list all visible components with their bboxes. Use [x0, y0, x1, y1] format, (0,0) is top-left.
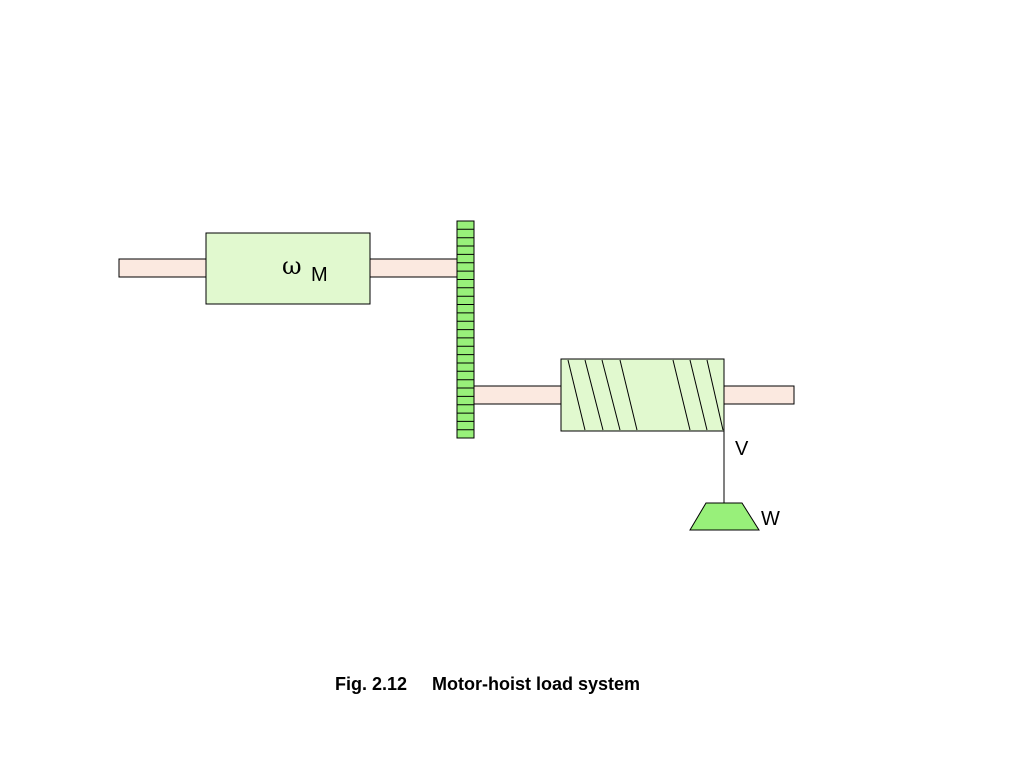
drum-body — [560, 358, 725, 432]
motor-shaft-right — [369, 258, 459, 278]
gear-teeth — [457, 228, 474, 431]
motor-shaft-left — [118, 258, 208, 278]
drum-winding — [584, 359, 604, 431]
drum-winding — [601, 359, 621, 431]
drum-shaft-left — [473, 385, 563, 405]
drum-shaft-right — [722, 385, 795, 405]
drum-winding — [619, 359, 638, 431]
drum-winding — [706, 359, 724, 431]
motor-body — [205, 232, 371, 305]
load-weight — [689, 502, 760, 531]
gear — [456, 220, 475, 439]
motor-speed-symbol: ω — [282, 252, 302, 280]
rope-speed-label: V — [735, 438, 749, 460]
motor-speed-subscript: M — [311, 264, 328, 286]
load-weight-label: W — [761, 508, 780, 530]
figure-title: Motor-hoist load system — [432, 674, 640, 694]
hoist-drum — [560, 358, 725, 432]
drum-winding — [689, 359, 708, 431]
figure-number: Fig. 2.12 — [335, 674, 407, 694]
drum-winding — [567, 359, 586, 431]
drum-winding — [672, 359, 691, 431]
